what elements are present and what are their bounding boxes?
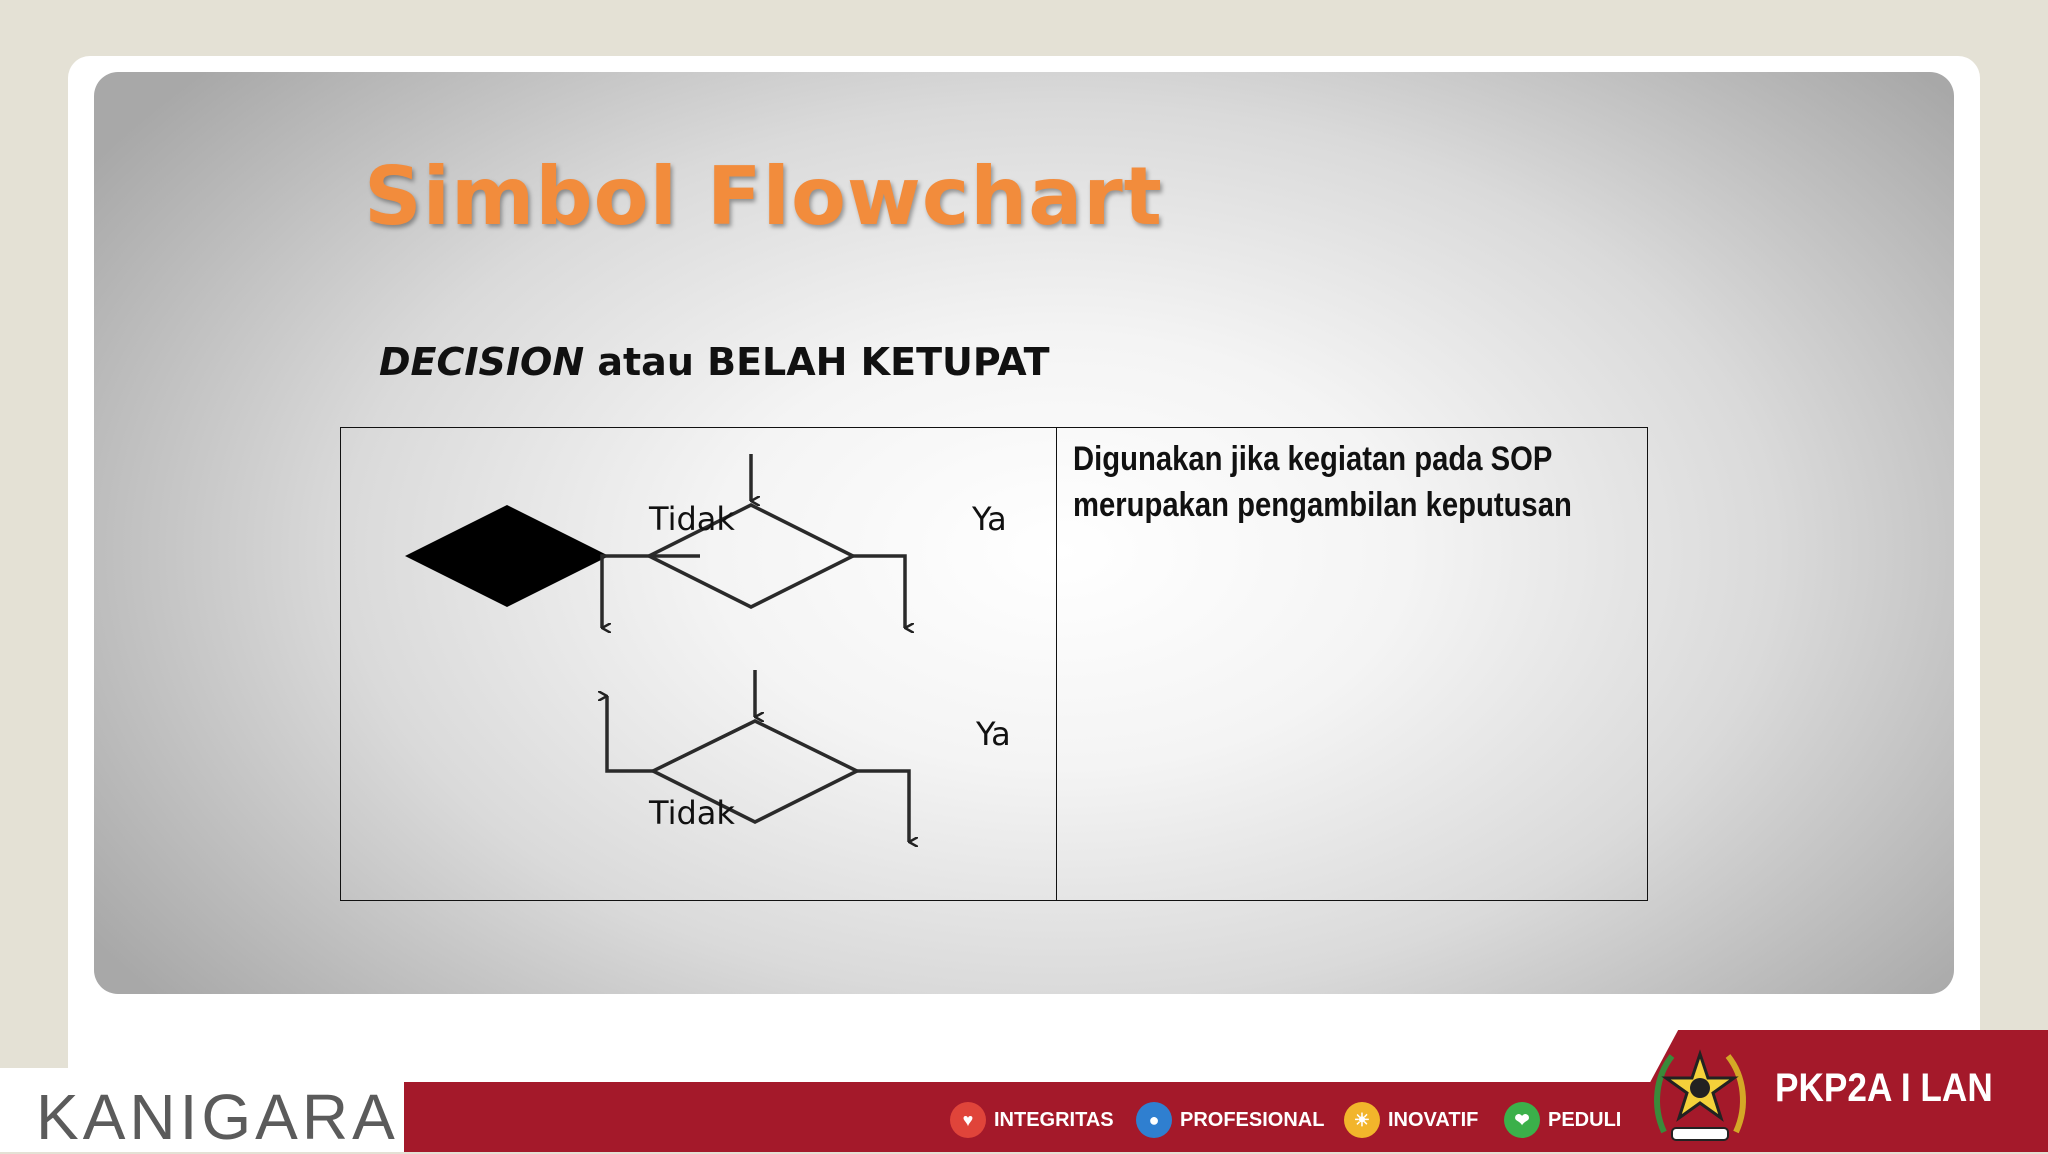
arrow-tidak-top — [600, 554, 700, 628]
slide-subtitle: DECISION atau BELAH KETUPAT — [379, 340, 1050, 384]
org-name: PKP2A I LAN — [1775, 1066, 1993, 1110]
label-tidak-bottom: Tidak — [649, 794, 735, 832]
value-label: INOVATIF — [1388, 1108, 1479, 1131]
arrow-ya-top — [853, 554, 905, 628]
subtitle-rest: atau BELAH KETUPAT — [584, 340, 1050, 384]
decision-diamond-bottom — [649, 719, 861, 824]
decision-description: Digunakan jika kegiatan pada SOP merupak… — [1073, 440, 1572, 524]
symbol-table: Tidak Ya Ya Tidak Digunakan jika kegiata… — [340, 427, 1648, 901]
value-label: PEDULI — [1548, 1108, 1622, 1131]
description-cell: Digunakan jika kegiatan pada SOP merupak… — [1057, 428, 1647, 900]
subtitle-decision: DECISION — [379, 340, 585, 384]
kanigara-logo: KANIGARA — [36, 1080, 399, 1154]
slide-title: Simbol Flowchart — [364, 150, 1163, 243]
value-profesional: ● PROFESIONAL — [1136, 1102, 1324, 1138]
label-ya-top: Ya — [972, 500, 1007, 538]
value-inovatif: ☀ INOVATIF — [1344, 1102, 1478, 1138]
heart-hands-icon: ❤ — [1504, 1102, 1540, 1138]
label-ya-bottom: Ya — [976, 715, 1011, 753]
lightbulb-icon: ☀ — [1344, 1102, 1380, 1138]
decision-diagram — [405, 454, 1057, 902]
handshake-icon: ♥ — [950, 1102, 986, 1138]
footer-bar: KANIGARA ♥ INTEGRITAS ● PROFESIONAL ☀ IN… — [0, 1030, 2048, 1154]
value-label: PROFESIONAL — [1180, 1108, 1325, 1131]
decision-diamond-top — [645, 503, 857, 609]
value-label: INTEGRITAS — [994, 1108, 1114, 1131]
symbol-cell: Tidak Ya Ya Tidak — [341, 428, 1057, 900]
footer-brand-area — [0, 1068, 404, 1152]
label-tidak-top: Tidak — [649, 500, 735, 538]
slide: Simbol Flowchart DECISION atau BELAH KET… — [94, 72, 1954, 994]
value-integritas: ♥ INTEGRITAS — [950, 1102, 1114, 1138]
garuda-emblem-icon — [1654, 1049, 1746, 1141]
arrow-ya-bottom — [857, 769, 909, 842]
arrow-tidak-bottom — [607, 696, 653, 773]
decision-symbol-filled — [405, 505, 609, 607]
head-icon: ● — [1136, 1102, 1172, 1138]
brand-text: KANIGARA — [36, 1081, 399, 1153]
value-peduli: ❤ PEDULI — [1504, 1102, 1621, 1138]
footer-red-band — [404, 1082, 2048, 1152]
